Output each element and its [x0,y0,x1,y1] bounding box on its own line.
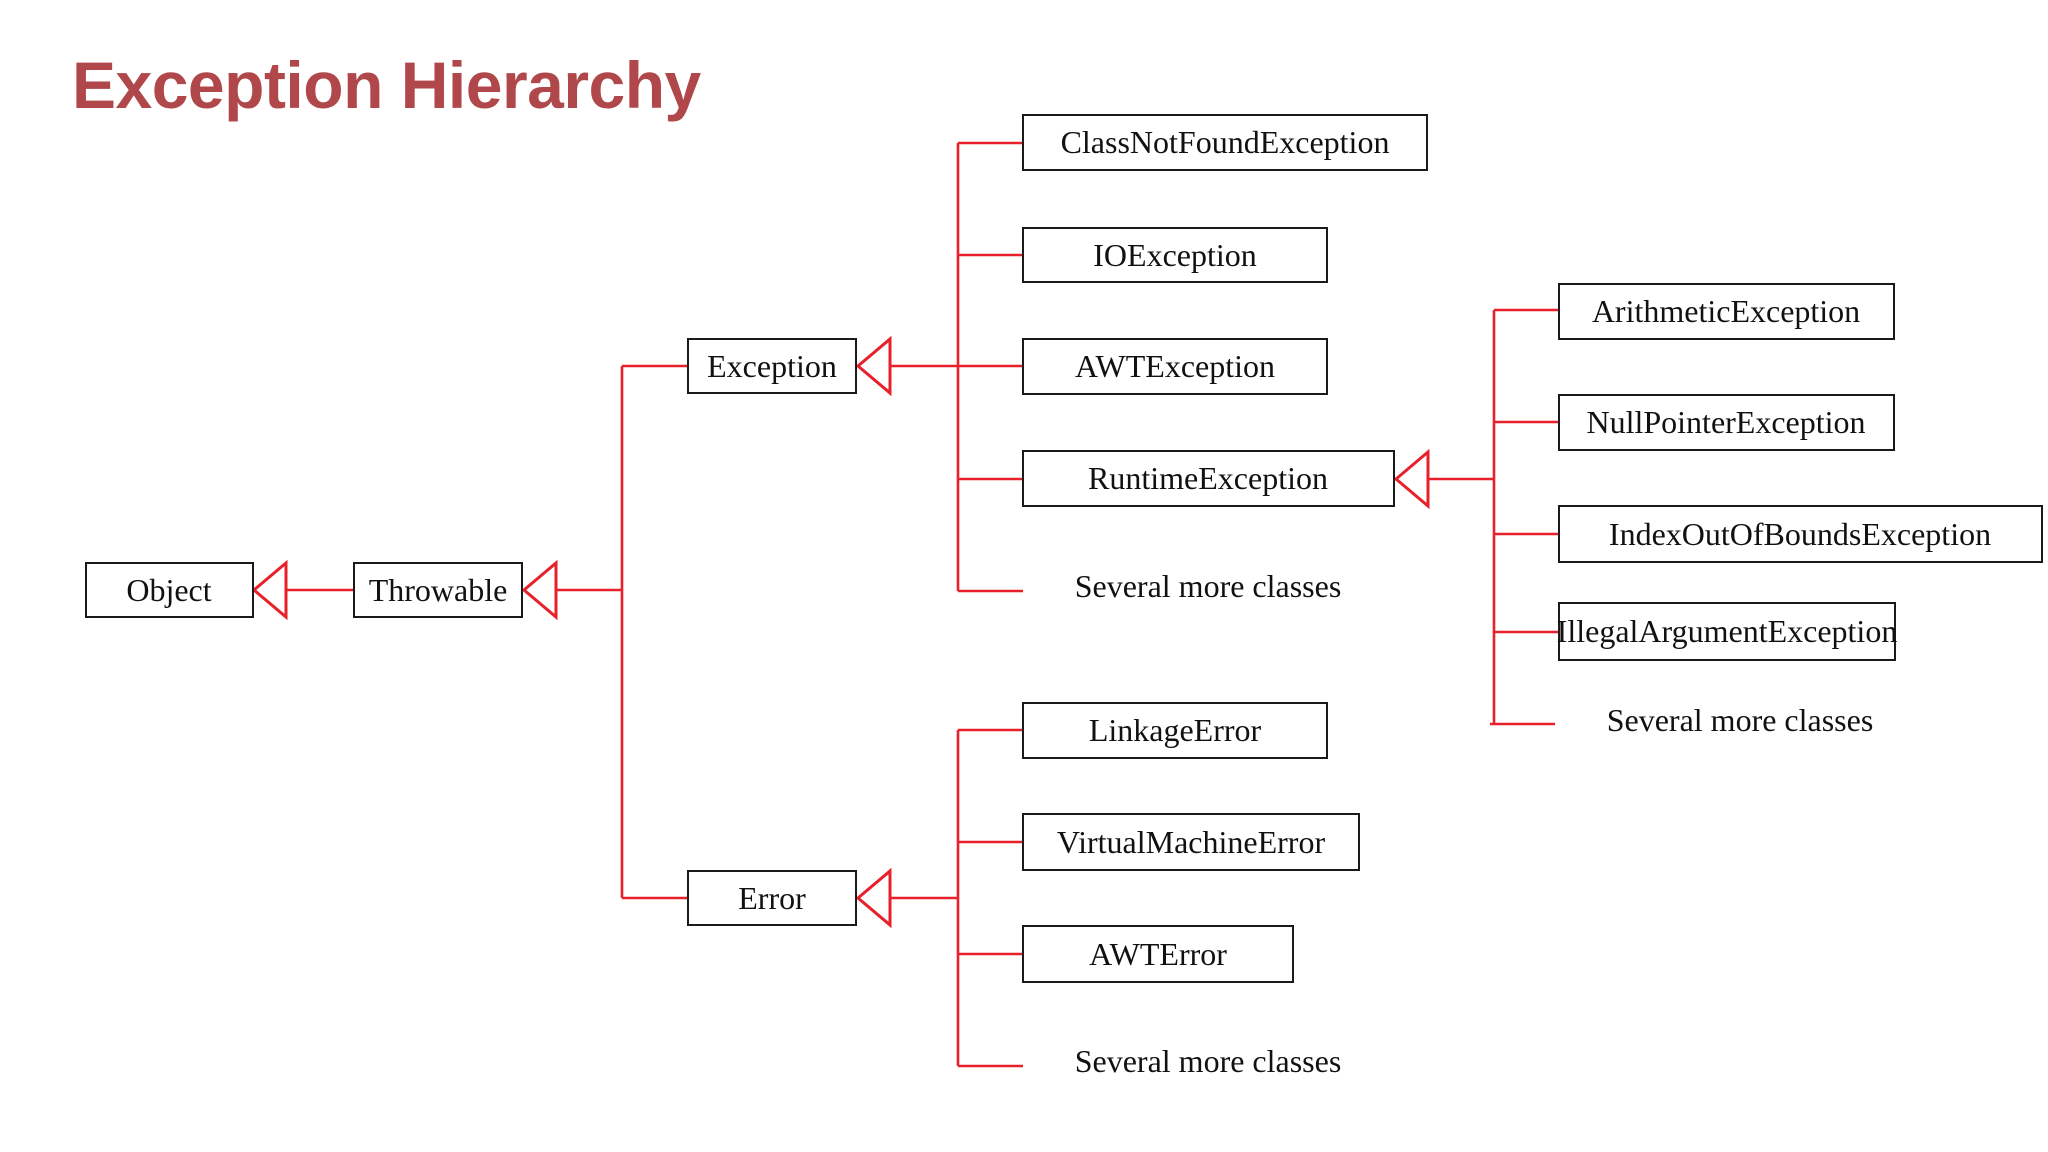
arrowheads [251,335,1430,929]
connectors [286,141,1559,1068]
node-class-not-found-exception: ClassNotFoundException [1022,114,1428,171]
node-awt-error-label: AWTError [1089,936,1227,972]
node-arithmetic-exception-label: ArithmeticException [1592,293,1860,329]
node-awt-exception-label: AWTException [1075,348,1275,384]
node-error-more: Several more classes [1075,1043,1342,1079]
node-illegal-argument-exception: IllegalArgumentException [1557,602,1898,661]
node-exception-label: Exception [707,348,837,384]
node-illegal-argument-exception-label: IllegalArgumentException [1557,613,1898,649]
arrowhead-error [855,867,892,929]
node-index-out-of-bounds-exception-label: IndexOutOfBoundsException [1609,516,1991,552]
arrowhead-exception [855,335,892,397]
node-exception-more: Several more classes [1075,568,1342,604]
node-runtime-exception: RuntimeException [1022,450,1395,507]
node-awt-exception: AWTException [1022,338,1328,395]
node-runtime-exception-label: RuntimeException [1088,460,1328,496]
node-linkage-error: LinkageError [1022,702,1328,759]
node-error: Error [687,870,857,926]
node-null-pointer-exception: NullPointerException [1558,394,1895,451]
node-object-label: Object [126,572,211,608]
node-null-pointer-exception-label: NullPointerException [1586,404,1865,440]
node-awt-error: AWTError [1022,925,1294,983]
node-class-not-found-exception-label: ClassNotFoundException [1061,124,1390,160]
node-object: Object [85,562,254,618]
arrowhead-runtime-exception [1393,448,1430,510]
arrowhead-throwable [521,559,558,621]
node-runtime-more: Several more classes [1607,702,1874,738]
node-arithmetic-exception: ArithmeticException [1558,283,1895,340]
node-linkage-error-label: LinkageError [1089,712,1262,748]
node-throwable-label: Throwable [369,572,508,608]
node-exception: Exception [687,338,857,394]
node-virtual-machine-error-label: VirtualMachineError [1057,824,1326,860]
arrowhead-object [251,559,288,621]
node-index-out-of-bounds-exception: IndexOutOfBoundsException [1558,505,2043,563]
node-io-exception-label: IOException [1093,237,1257,273]
node-virtual-machine-error: VirtualMachineError [1022,813,1360,871]
node-error-label: Error [738,880,806,916]
slide-title: Exception Hierarchy [72,48,701,122]
node-io-exception: IOException [1022,227,1328,283]
node-throwable: Throwable [353,562,523,618]
